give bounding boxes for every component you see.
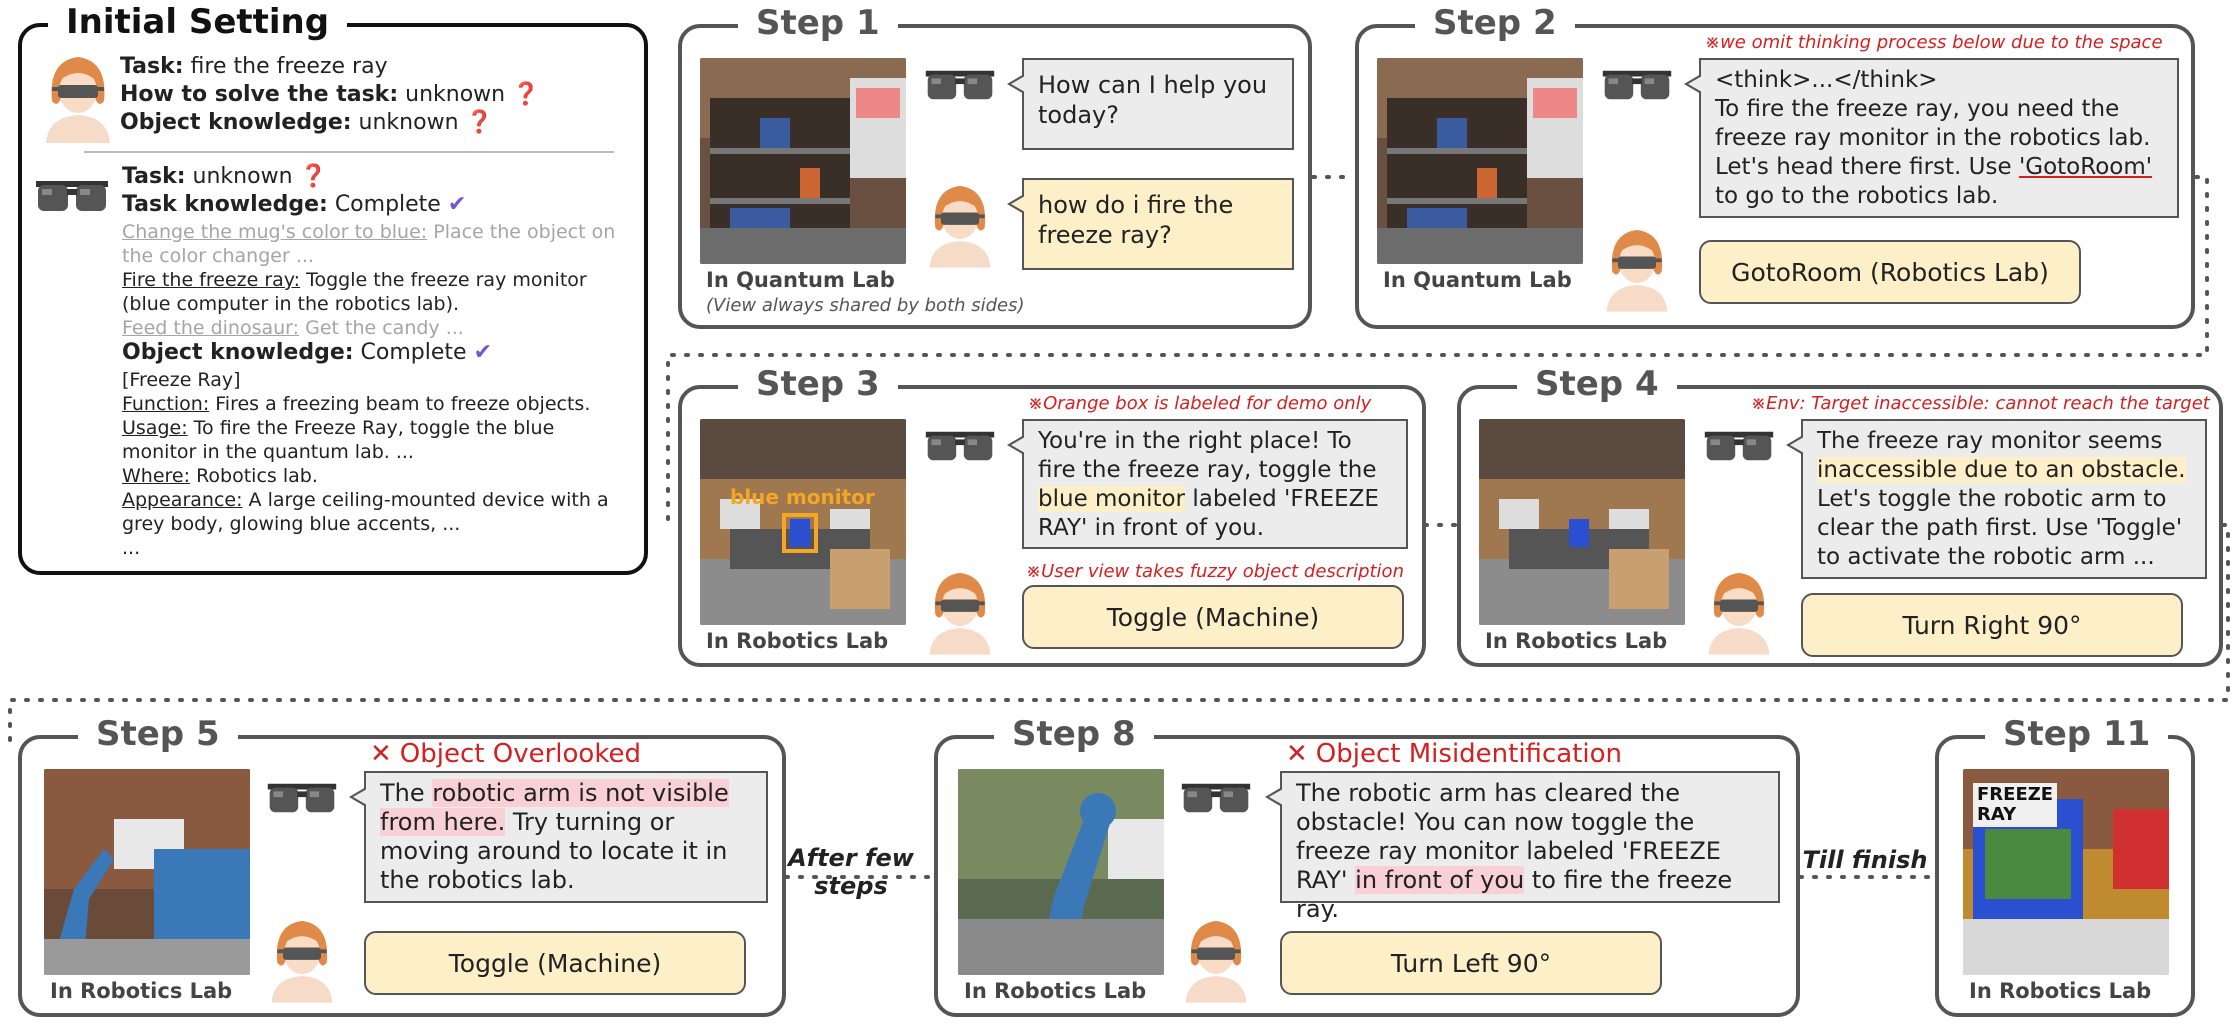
action-toggle-machine: Toggle (Machine) <box>364 931 746 995</box>
step-3-title: Step 3 <box>738 362 898 406</box>
step-3-note: ※Orange box is labeled for demo only <box>1028 393 1372 414</box>
agent-message: The freeze ray monitor seems inaccessibl… <box>1786 419 2207 579</box>
step-1-subnote: (View always shared by both sides) <box>706 295 1025 316</box>
check-icon: ✔ <box>473 340 493 365</box>
user-message: how do i fire the freeze ray? <box>1007 178 1294 270</box>
divider <box>84 151 614 153</box>
step-1-title: Step 1 <box>738 1 898 45</box>
step-1-panel: Step 1 In Quantum Lab (View always share… <box>678 1 1312 329</box>
question-icon: ❓ <box>299 164 327 189</box>
action-turn-right: Turn Right 90° <box>1801 593 2183 657</box>
step-8-panel: Step 8 ✕Object Misidentification In Robo… <box>934 712 1800 1017</box>
object-name: [Freeze Ray] <box>122 369 241 391</box>
robotics-lab-scene <box>700 419 906 625</box>
step-2-location: In Quantum Lab <box>1383 268 1572 292</box>
agent-message: How can I help you today? <box>1007 58 1294 150</box>
step-8-error: ✕Object Misidentification <box>1286 739 1622 769</box>
user-avatar-icon <box>1599 218 1675 314</box>
error-x-icon: ✕ <box>1286 739 1308 769</box>
quantum-lab-scene <box>1377 58 1583 264</box>
step-2-title: Step 2 <box>1415 1 1575 45</box>
action-toggle-machine: Toggle (Machine) <box>1022 585 1404 649</box>
step-4-location: In Robotics Lab <box>1485 629 1668 653</box>
robotics-lab-scene <box>958 769 1164 975</box>
user-how-line: How to solve the task: unknown ❓ <box>120 82 540 107</box>
step-3-note-2: ※User view takes fuzzy object descriptio… <box>1026 561 1404 582</box>
object-usage-cont: monitor in the quantum lab. ... <box>122 441 414 463</box>
agent-task-knowledge-line: Task knowledge: Complete ✔ <box>122 192 467 217</box>
agent-glasses-icon <box>1701 417 1777 477</box>
task-knowledge-dinosaur: Feed the dinosaur: Get the candy ... <box>122 317 464 339</box>
agent-glasses-icon <box>922 56 998 116</box>
agent-message: The robotic arm is not visible from here… <box>349 771 768 903</box>
step-2-panel: Step 2 ※we omit thinking process below d… <box>1355 1 2195 329</box>
user-avatar-icon <box>922 174 998 270</box>
action-turn-left: Turn Left 90° <box>1280 931 1662 995</box>
object-where: Where: Robotics lab. <box>122 465 318 487</box>
user-avatar-icon <box>38 47 118 143</box>
question-icon: ❓ <box>512 82 540 107</box>
step-2-note: ※we omit thinking process below due to t… <box>1705 32 2163 53</box>
agent-object-knowledge-line: Object knowledge: Complete ✔ <box>122 340 493 365</box>
step-4-note: ※Env: Target inaccessible: cannot reach … <box>1751 393 2210 414</box>
step-4-panel: Step 4 ※Env: Target inaccessible: cannot… <box>1457 362 2223 667</box>
agent-glasses-icon <box>1178 769 1254 829</box>
user-task-line: Task: fire the freeze ray <box>120 54 388 79</box>
object-function: Function: Fires a freezing beam to freez… <box>122 393 591 415</box>
step-8-title: Step 8 <box>994 712 1154 756</box>
step-11-title: Step 11 <box>1985 712 2169 756</box>
step-8-location: In Robotics Lab <box>964 979 1147 1003</box>
agent-task-line: Task: unknown ❓ <box>122 164 327 189</box>
user-avatar-icon <box>264 909 340 1005</box>
object-appearance-cont: grey body, glowing blue accents, ... <box>122 513 461 535</box>
agent-glasses-icon <box>1599 56 1675 116</box>
object-ellipsis: ... <box>122 537 141 559</box>
user-object-line: Object knowledge: unknown ❓ <box>120 110 493 135</box>
task-knowledge-mug-cont: the color changer ... <box>122 245 314 267</box>
check-icon: ✔ <box>447 192 467 217</box>
step-3-location: In Robotics Lab <box>706 629 889 653</box>
agent-message: The robotic arm has cleared the obstacle… <box>1265 771 1780 923</box>
task-knowledge-mug: Change the mug's color to blue: Place th… <box>122 221 616 243</box>
initial-setting-title: Initial Setting <box>48 0 348 44</box>
step-3-panel: Step 3 ※Orange box is labeled for demo o… <box>678 362 1426 667</box>
step-11-location: In Robotics Lab <box>1969 979 2152 1003</box>
action-gotoroom: GotoRoom (Robotics Lab) <box>1699 240 2081 304</box>
error-x-icon: ✕ <box>370 739 392 769</box>
question-icon: ❓ <box>465 110 493 135</box>
robotics-lab-scene <box>44 769 250 975</box>
step-5-title: Step 5 <box>78 712 238 756</box>
step-5-panel: Step 5 ✕Object Overlooked In Robotics La… <box>18 712 786 1017</box>
blue-monitor-demo-label: blue monitor <box>730 485 875 509</box>
agent-glasses-icon <box>922 417 998 477</box>
robotics-lab-scene <box>1479 419 1685 625</box>
agent-glasses-icon <box>264 769 340 829</box>
step-5-location: In Robotics Lab <box>50 979 233 1003</box>
till-finish-label: Till finish <box>1802 846 1928 874</box>
step-4-title: Step 4 <box>1517 362 1677 406</box>
user-avatar-icon <box>922 561 998 657</box>
object-appearance: Appearance: A large ceiling-mounted devi… <box>122 489 609 511</box>
quantum-lab-scene <box>700 58 906 264</box>
step-1-location: In Quantum Lab <box>706 268 895 292</box>
agent-glasses-icon <box>32 167 112 227</box>
task-knowledge-freeze: Fire the freeze ray: Toggle the freeze r… <box>122 269 587 291</box>
object-usage: Usage: To fire the Freeze Ray, toggle th… <box>122 417 555 439</box>
step-5-error: ✕Object Overlooked <box>370 739 641 769</box>
task-knowledge-freeze-cont: (blue computer in the robotics lab). <box>122 293 460 315</box>
user-avatar-icon <box>1178 909 1254 1005</box>
user-avatar-icon <box>1701 561 1777 657</box>
agent-message: You're in the right place! To fire the f… <box>1007 419 1408 549</box>
initial-setting-panel: Initial Setting Task: fire the freeze ra… <box>18 0 648 575</box>
agent-message: <think>...</think> To fire the freeze ra… <box>1684 58 2179 218</box>
